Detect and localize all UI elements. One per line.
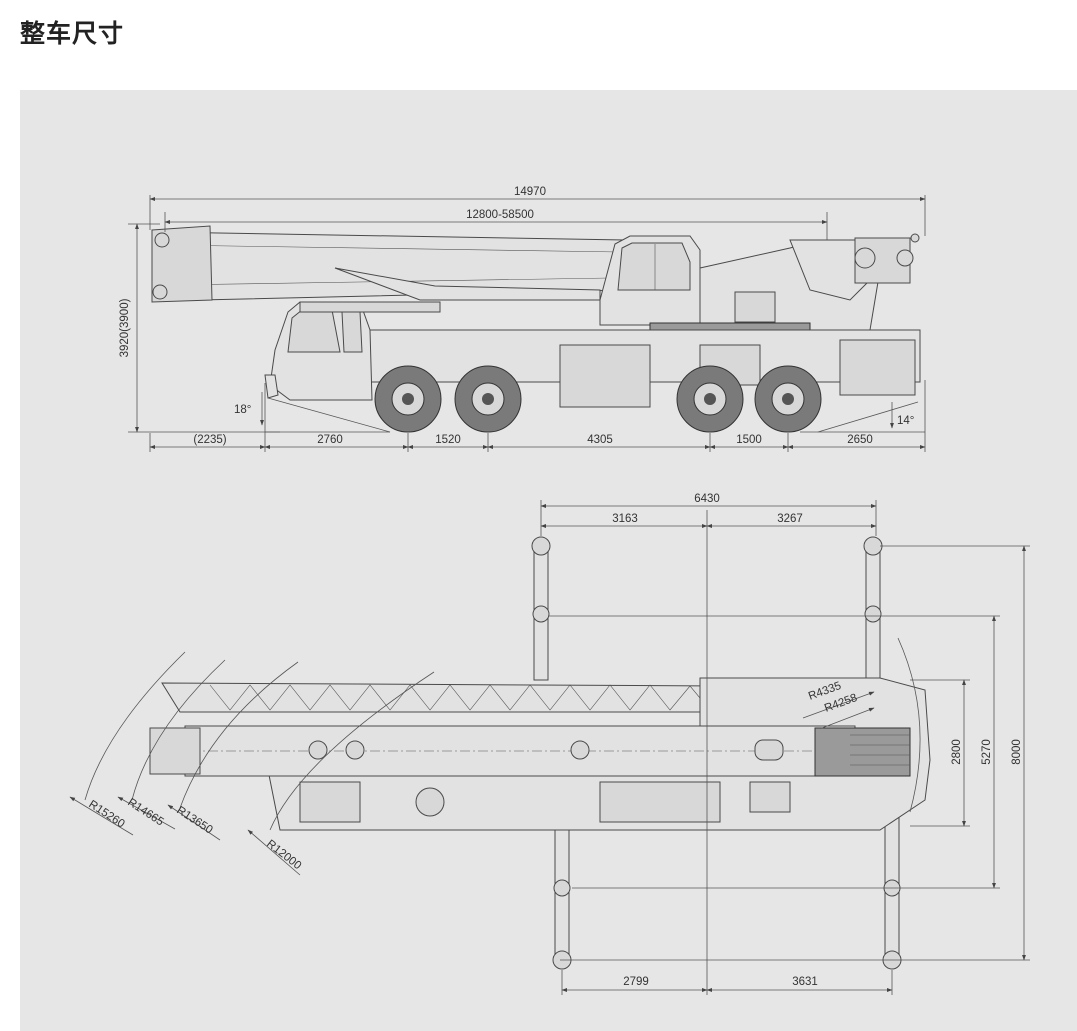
winch-top <box>814 727 911 777</box>
dim-front-overhang: (2235) <box>193 434 226 446</box>
wheels <box>374 365 822 433</box>
dim-width-mid-outrigger: 5270 <box>981 739 993 765</box>
dim-axle-3-4: 4305 <box>587 434 613 446</box>
dim-departure-angle: 14° <box>897 415 914 427</box>
dim-boom-length: 12800-58500 <box>466 209 534 221</box>
boom-head-top <box>149 727 201 775</box>
dim-outrigger-bottom-front: 2799 <box>623 976 649 988</box>
dim-radius-r14665: R14665 <box>125 796 165 828</box>
side-view-labels: 14970 12800-58500 3920(3900) (2235) 2760… <box>119 186 914 446</box>
dim-rear-overhang: 2650 <box>847 434 873 446</box>
top-view-dimensions <box>540 500 1030 995</box>
page-title: 整车尺寸 <box>20 19 125 48</box>
dim-approach-angle: 18° <box>234 404 251 416</box>
dim-outrigger-span-long: 6430 <box>694 493 720 505</box>
dim-width-vehicle: 2800 <box>951 739 963 765</box>
dim-outrigger-rear-offset: 3267 <box>777 513 803 525</box>
top-view-radii <box>69 637 921 876</box>
dim-axle-1-2: 2760 <box>317 434 343 446</box>
dim-radius-r12000: R12000 <box>264 838 303 872</box>
luffing-cylinder <box>334 267 601 301</box>
dim-overall-length: 14970 <box>514 186 546 198</box>
side-view-crane <box>151 225 921 433</box>
dim-outrigger-front-offset: 3163 <box>612 513 638 525</box>
dim-width-full-outrigger: 8000 <box>1011 739 1023 765</box>
dim-radius-r15260: R15260 <box>86 798 126 830</box>
dim-radius-r13650: R13650 <box>174 804 214 836</box>
top-view-crane <box>149 536 931 970</box>
dim-outrigger-bottom-rear: 3631 <box>792 976 818 988</box>
dim-axle-4-5: 1500 <box>736 434 762 446</box>
side-view-dimensions <box>128 195 926 452</box>
dim-axle-2-3: 1520 <box>435 434 461 446</box>
dim-overall-height: 3920(3900) <box>119 298 131 357</box>
lattice-jib <box>161 682 721 713</box>
